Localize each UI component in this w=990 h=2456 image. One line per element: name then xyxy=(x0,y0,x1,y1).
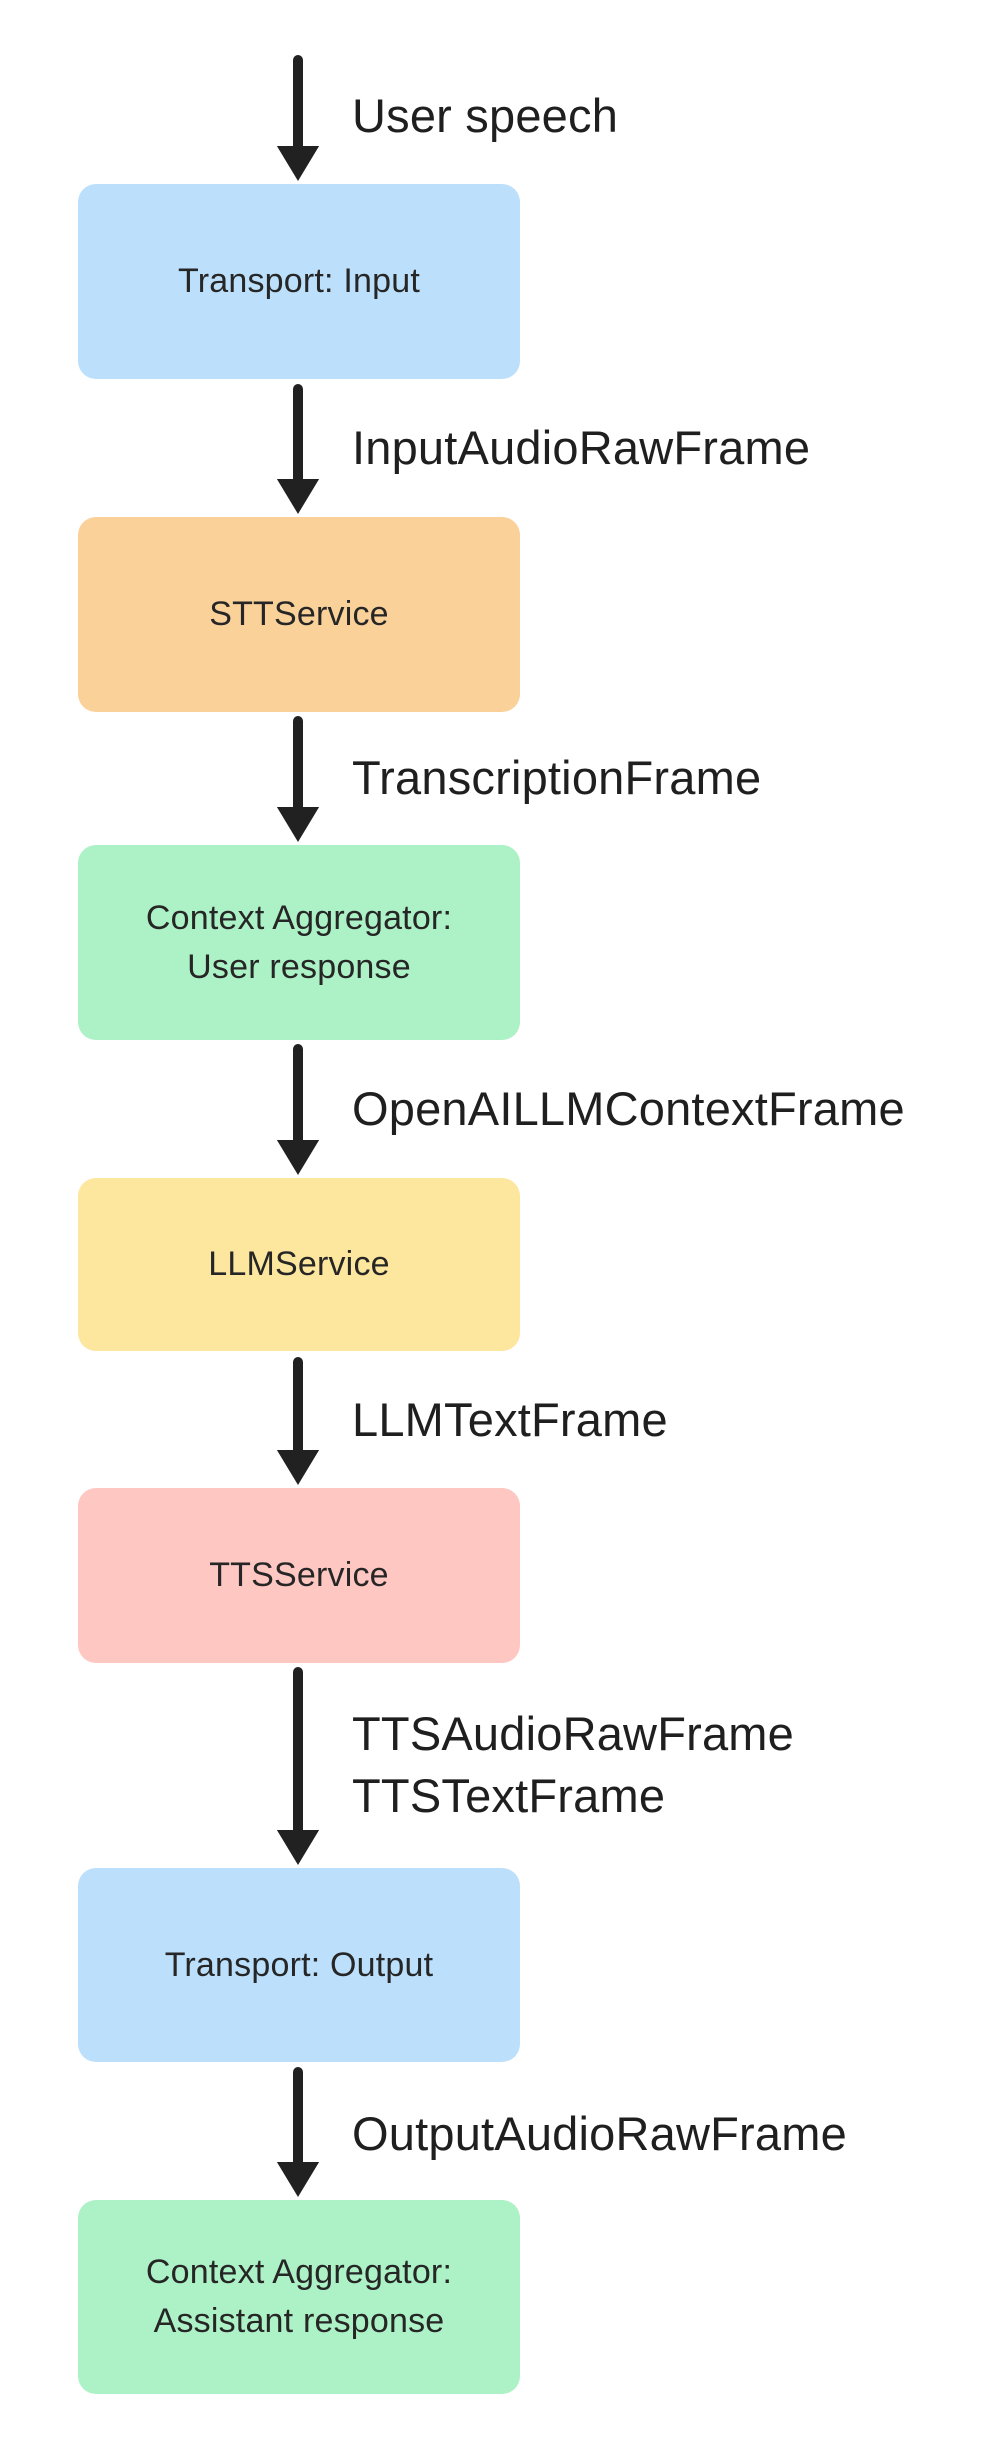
edge-label-line: OpenAILLMContextFrame xyxy=(352,1082,905,1135)
flow-arrow-user-speech xyxy=(276,55,320,181)
arrow-shaft xyxy=(293,716,303,812)
node-label: TTSService xyxy=(209,1556,389,1594)
node-label-line2: Assistant response xyxy=(153,2302,445,2340)
node-context-aggregator-user: Context Aggregator: User response xyxy=(78,845,520,1040)
node-transport-input: Transport: Input xyxy=(78,184,520,379)
edge-label-input-audio-raw-frame: InputAudioRawFrame xyxy=(352,418,810,478)
node-llm-service: LLMService xyxy=(78,1178,520,1351)
edge-label-user-speech: User speech xyxy=(352,86,618,146)
flow-arrow-output-audio xyxy=(276,2067,320,2197)
node-transport-output: Transport: Output xyxy=(78,1868,520,2062)
node-label: Transport: Output xyxy=(164,1945,434,1984)
edge-label-line: User speech xyxy=(352,89,619,142)
node-tts-service: TTSService xyxy=(78,1488,520,1663)
flow-arrow-llm-text xyxy=(276,1357,320,1485)
node-label: Transport: Input xyxy=(178,262,420,300)
arrow-shaft xyxy=(293,1357,303,1455)
edge-label-llm-text-frame: LLMTextFrame xyxy=(352,1390,668,1450)
arrow-head-icon xyxy=(276,2162,320,2197)
node-context-aggregator-assistant: Context Aggregator: Assistant response xyxy=(78,2200,520,2394)
edge-label-line: InputAudioRawFrame xyxy=(352,421,811,474)
node-label: Context Aggregator: xyxy=(145,898,453,937)
arrow-shaft xyxy=(293,1044,303,1145)
arrow-shaft xyxy=(293,2067,303,2167)
edge-label-line: TranscriptionFrame xyxy=(352,751,762,804)
node-stt-service: STTService xyxy=(78,517,520,712)
arrow-shaft xyxy=(293,55,303,151)
arrow-head-icon xyxy=(276,1830,320,1865)
edge-label-tts-frames: TTSAudioRawFrame TTSTextFrame xyxy=(352,1703,794,1827)
arrow-head-icon xyxy=(276,479,320,514)
arrow-shaft xyxy=(293,1667,303,1835)
edge-label-output-audio-raw-frame: OutputAudioRawFrame xyxy=(352,2104,847,2164)
arrow-head-icon xyxy=(276,1450,320,1485)
edge-label-line: OutputAudioRawFrame xyxy=(352,2107,847,2160)
edge-label-line2: TTSTextFrame xyxy=(352,1769,666,1822)
edge-label-openai-llm-context-frame: OpenAILLMContextFrame xyxy=(352,1079,905,1139)
flow-arrow-llm-context xyxy=(276,1044,320,1175)
edge-label-line: TTSAudioRawFrame xyxy=(352,1707,794,1760)
arrow-shaft xyxy=(293,384,303,484)
flow-arrow-tts-output xyxy=(276,1667,320,1865)
node-label: STTService xyxy=(209,595,389,633)
flow-arrow-transcription xyxy=(276,716,320,842)
edge-label-line: LLMTextFrame xyxy=(352,1393,668,1446)
edge-label-transcription-frame: TranscriptionFrame xyxy=(352,748,761,808)
arrow-head-icon xyxy=(276,1140,320,1175)
arrow-head-icon xyxy=(276,146,320,181)
flow-arrow-input-audio xyxy=(276,384,320,514)
arrow-head-icon xyxy=(276,807,320,842)
node-label-line2: User response xyxy=(187,947,411,986)
node-label: LLMService xyxy=(208,1245,390,1283)
node-label: Context Aggregator: xyxy=(145,2253,453,2291)
